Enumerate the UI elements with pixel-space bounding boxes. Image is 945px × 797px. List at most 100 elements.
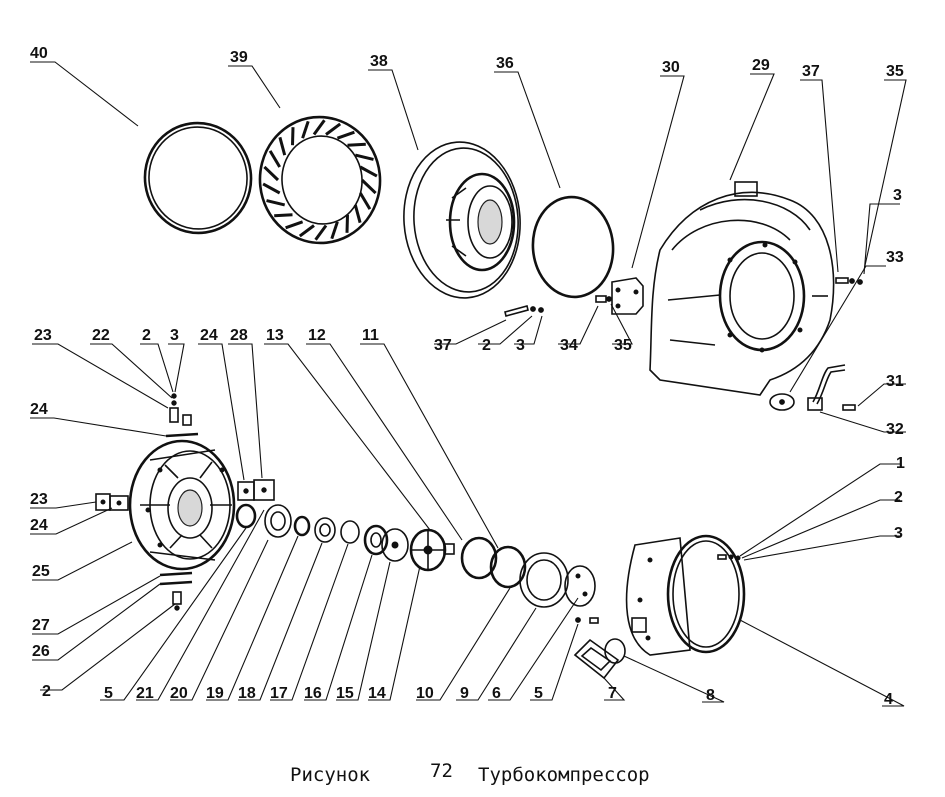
vane [268,150,281,168]
vane [359,192,372,210]
label-24-left: 24 [30,401,48,418]
label-6: 6 [492,685,501,702]
part-8-ring [604,638,626,664]
label-5-bottom-left: 5 [104,685,113,702]
part-5-screw [575,617,599,624]
part-29-volute-housing [649,181,835,396]
label-2-left-bottom: 2 [42,683,51,700]
part-24-gasket-top [165,432,199,438]
label-22: 22 [92,327,110,344]
label-32: 32 [886,421,904,438]
label-16: 16 [304,685,322,702]
label-8: 8 [706,687,715,704]
part-23-24-left-flange [95,493,129,511]
vane [359,165,378,178]
vane [314,224,328,241]
label-19: 19 [206,685,224,702]
label-5-bottom-right: 5 [534,685,543,702]
label-35-middle: 35 [614,337,632,354]
figure-caption: Рисунок 72 Турбокомпрессор [290,760,650,786]
part-1-2-3-pins [717,554,741,561]
vane [266,199,286,207]
label-1: 1 [896,455,905,472]
label-12: 12 [308,327,326,344]
vane [278,136,287,156]
vane [360,178,377,195]
part-38-disk [403,141,521,299]
vane [263,165,280,182]
label-3-right: 3 [894,525,903,542]
label-11: 11 [362,327,379,344]
part-33-pipe [769,364,846,411]
label-20: 20 [170,685,188,702]
vane [274,213,293,218]
label-35-top-right: 35 [886,63,904,80]
part-14-impeller [409,528,455,572]
label-31: 31 [886,373,904,390]
label-2-right: 2 [894,489,903,506]
label-33: 33 [886,249,904,266]
caption-number: 72 [430,760,453,782]
part-37-right-stud [835,277,863,285]
label-24-top: 24 [200,327,218,344]
vane [298,224,315,238]
label-15: 15 [336,685,354,702]
part-31-screw [842,404,856,411]
part-6-cover [564,565,596,607]
vane [353,204,362,224]
label-30: 30 [662,59,680,76]
part-18-washer [314,517,336,543]
vane [336,130,355,140]
part-34-35-screw [595,295,612,303]
label-36: 36 [496,55,514,72]
label-26: 26 [32,643,50,660]
label-29: 29 [752,57,770,74]
label-9: 9 [460,685,469,702]
label-17: 17 [270,685,288,702]
part-16-seal [363,524,389,556]
label-14: 14 [368,685,386,702]
label-38: 38 [370,53,388,70]
label-10: 10 [416,685,434,702]
part-10-ring [489,545,527,589]
label-3-top-right: 3 [893,187,902,204]
vane [330,221,339,240]
label-40: 40 [30,45,48,62]
part-30-flange-plate [611,277,644,315]
vane [347,142,366,147]
label-28: 28 [230,327,248,344]
part-labels: 40 39 38 36 30 29 37 35 3 33 37 2 3 34 3… [30,45,905,708]
caption-word: Рисунок [290,764,371,786]
part-9-plate [519,552,569,608]
label-39: 39 [230,49,248,66]
label-4: 4 [884,691,893,708]
vane [354,153,374,161]
label-3-left-top: 3 [170,327,179,344]
part-4-housing [625,534,746,656]
part-22-stud [169,393,192,426]
part-37-stud [504,305,544,317]
part-36-o-ring [531,195,615,299]
part-7-flange [573,638,620,680]
vane [325,122,342,136]
part-20-bushing [264,504,292,538]
vane [291,127,295,146]
vane [301,120,310,139]
part-19-ring [293,515,311,537]
label-23-left: 23 [30,491,48,508]
label-2-left-top: 2 [142,327,151,344]
part-21-ring [235,503,257,529]
label-27: 27 [32,617,50,634]
caption-title: Турбокомпрессор [478,764,650,786]
part-25-bearing-housing [128,439,236,571]
label-21: 21 [136,685,154,702]
part-11-ring [460,536,498,580]
label-7: 7 [608,685,617,702]
part-28-24-flange [237,479,275,501]
label-25: 25 [32,563,50,580]
label-37-middle: 37 [434,337,452,354]
vane [262,182,281,195]
leader-lines [30,61,907,707]
label-3-middle: 3 [516,337,525,354]
